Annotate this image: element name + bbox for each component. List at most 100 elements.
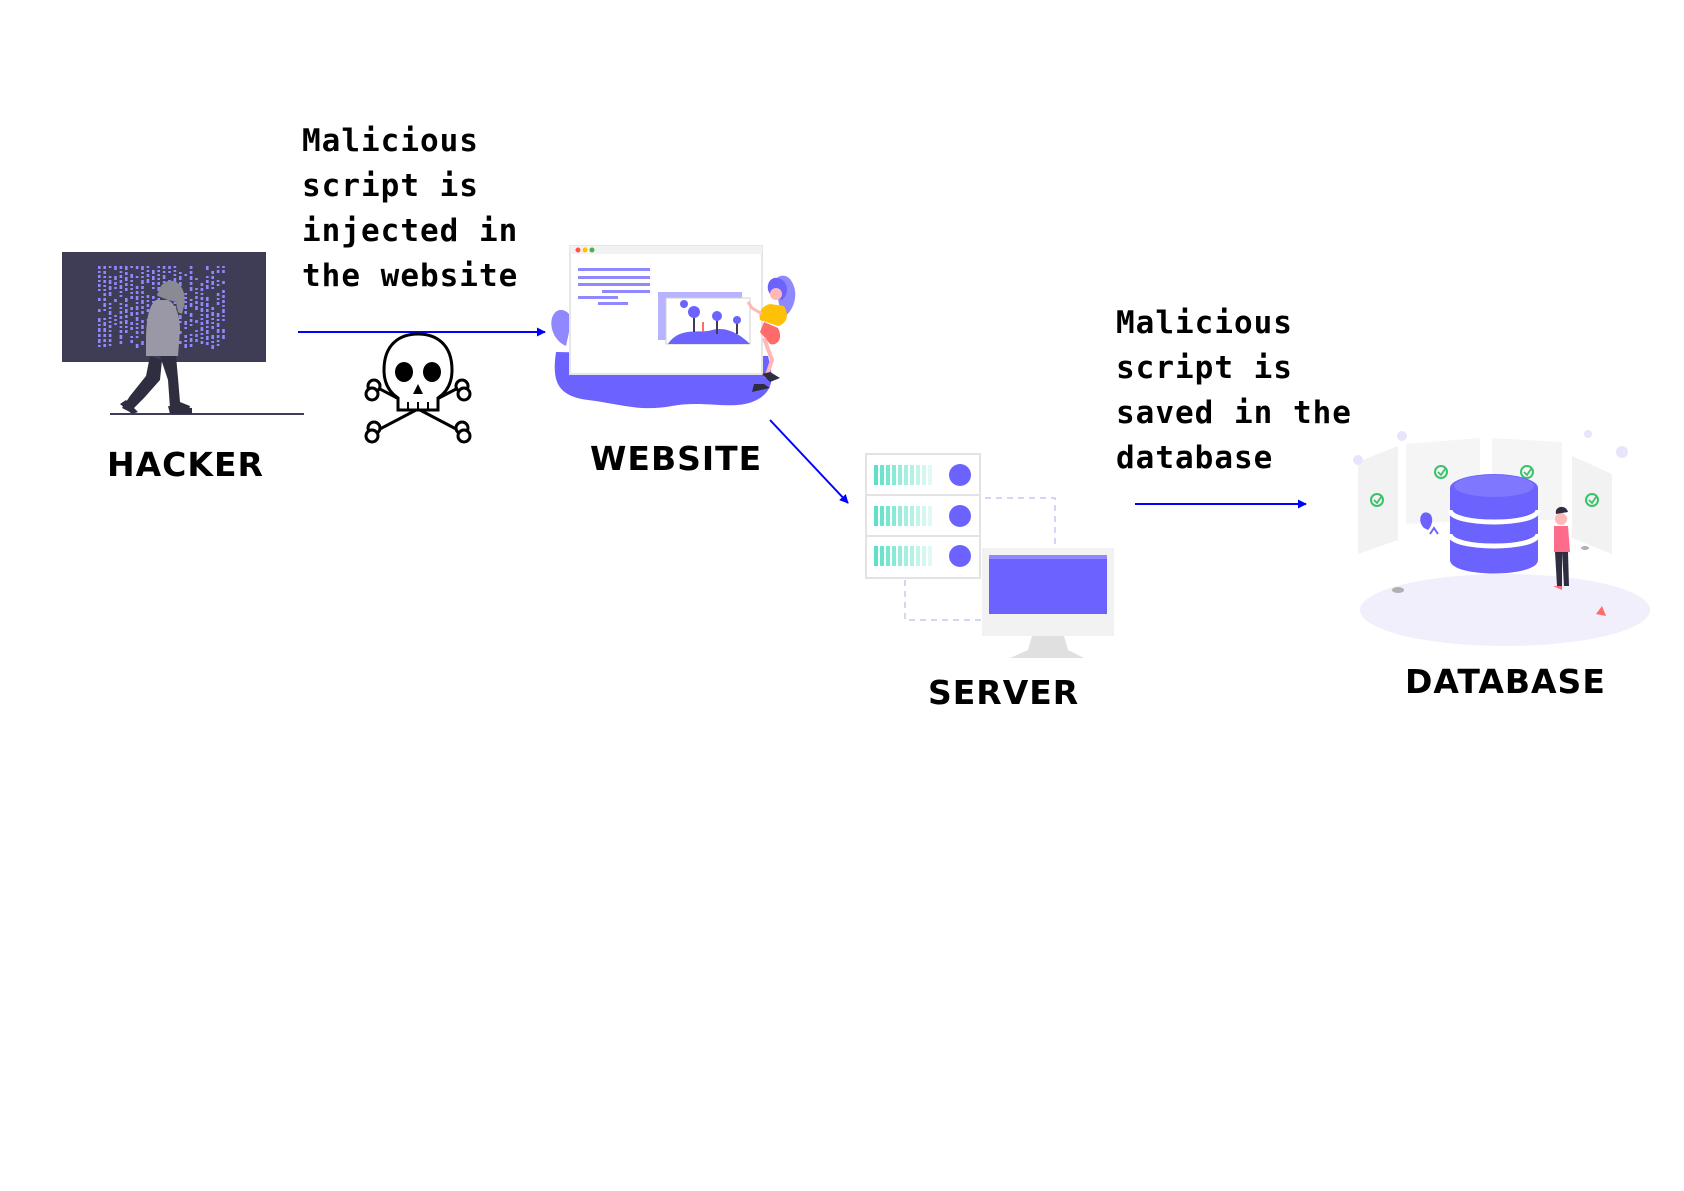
- server-status-bar: [898, 546, 902, 566]
- matrix-glyph: [146, 266, 150, 268]
- matrix-glyph: [119, 326, 123, 328]
- server-status-bar: [928, 465, 932, 485]
- matrix-glyph: [141, 280, 144, 284]
- matrix-glyph: [195, 292, 198, 294]
- matrix-glyph: [211, 341, 214, 343]
- matrix-glyph: [114, 319, 117, 321]
- matrix-glyph: [162, 271, 166, 273]
- matrix-glyph: [125, 266, 128, 270]
- matrix-glyph: [108, 330, 112, 332]
- matrix-glyph: [222, 270, 225, 273]
- matrix-glyph: [98, 266, 101, 269]
- node-label-website: WEBSITE: [590, 439, 763, 478]
- matrix-glyph: [98, 271, 101, 273]
- server-status-bar: [904, 465, 908, 485]
- matrix-glyph: [189, 287, 193, 291]
- matrix-glyph: [103, 303, 106, 307]
- matrix-glyph: [125, 309, 128, 313]
- matrix-glyph: [135, 344, 139, 348]
- matrix-glyph: [206, 320, 209, 324]
- matrix-glyph: [119, 291, 123, 293]
- matrix-glyph: [216, 293, 220, 296]
- matrix-glyph: [200, 314, 204, 316]
- matrix-glyph: [195, 306, 198, 310]
- matrix-glyph: [184, 311, 187, 314]
- matrix-glyph: [114, 266, 117, 270]
- matrix-glyph: [108, 280, 112, 284]
- step-note-inject-line: script is: [302, 168, 479, 204]
- matrix-glyph: [141, 341, 144, 345]
- matrix-glyph: [130, 307, 133, 310]
- matrix-glyph: [141, 286, 144, 289]
- skull-and-crossbones-icon: [364, 332, 472, 444]
- matrix-glyph: [173, 270, 177, 272]
- matrix-glyph: [179, 282, 182, 286]
- matrix-glyph: [108, 307, 112, 309]
- matrix-glyph: [216, 340, 220, 342]
- matrix-glyph: [108, 266, 112, 268]
- server-status-bar: [910, 465, 914, 485]
- matrix-glyph: [146, 270, 150, 272]
- matrix-glyph: [98, 328, 101, 332]
- matrix-glyph: [119, 280, 123, 283]
- matrix-glyph: [103, 318, 106, 320]
- matrix-glyph: [162, 266, 166, 269]
- matrix-glyph: [206, 336, 209, 340]
- matrix-glyph: [200, 322, 204, 325]
- matrix-glyph: [130, 336, 133, 338]
- matrix-glyph: [168, 266, 171, 269]
- server-status-bar: [874, 506, 878, 526]
- matrix-glyph: [125, 272, 128, 275]
- matrix-glyph: [119, 295, 123, 297]
- server-status-bar: [928, 506, 932, 526]
- matrix-glyph: [125, 330, 128, 333]
- matrix-glyph: [130, 312, 133, 316]
- server-status-bar: [874, 465, 878, 485]
- server-status-bar: [898, 506, 902, 526]
- matrix-glyph: [98, 324, 101, 326]
- matrix-glyph: [114, 323, 117, 325]
- matrix-glyph: [206, 285, 209, 289]
- matrix-glyph: [222, 290, 225, 293]
- server-status-bar: [922, 465, 926, 485]
- matrix-glyph: [200, 288, 204, 291]
- matrix-glyph: [222, 315, 225, 317]
- server-status-bar: [904, 506, 908, 526]
- matrix-glyph: [195, 301, 198, 304]
- matrix-glyph: [206, 326, 209, 328]
- matrix-glyph: [189, 282, 193, 285]
- matrix-glyph: [206, 303, 209, 307]
- matrix-glyph: [98, 318, 101, 322]
- step-note-inject-line: Malicious: [302, 123, 479, 159]
- server-status-bar: [892, 546, 896, 566]
- server-rack-and-monitor-illustration: [865, 453, 1114, 658]
- matrix-glyph: [189, 319, 193, 322]
- matrix-glyph: [125, 326, 128, 328]
- matrix-glyph: [119, 266, 123, 269]
- node-label-database: DATABASE: [1405, 662, 1606, 701]
- matrix-glyph: [98, 345, 101, 347]
- matrix-glyph: [141, 272, 144, 274]
- step-note-save-line: Malicious: [1116, 305, 1293, 341]
- matrix-glyph: [184, 340, 187, 342]
- matrix-glyph: [135, 296, 139, 300]
- matrix-glyph: [195, 339, 198, 342]
- matrix-glyph: [119, 303, 123, 305]
- matrix-glyph: [135, 327, 139, 329]
- server-status-bar: [916, 546, 920, 566]
- matrix-glyph: [216, 323, 220, 327]
- matrix-glyph: [200, 293, 204, 295]
- server-status-bar: [874, 546, 878, 566]
- server-status-bar: [922, 506, 926, 526]
- matrix-glyph: [98, 280, 101, 282]
- matrix-glyph: [114, 287, 117, 289]
- matrix-glyph: [141, 276, 144, 278]
- matrix-glyph: [179, 272, 182, 274]
- matrix-glyph: [157, 287, 160, 291]
- matrix-glyph: [216, 266, 220, 268]
- matrix-glyph: [114, 282, 117, 285]
- matrix-glyph: [125, 277, 128, 281]
- matrix-glyph: [119, 311, 123, 314]
- matrix-glyph: [222, 329, 225, 333]
- matrix-glyph: [200, 337, 204, 339]
